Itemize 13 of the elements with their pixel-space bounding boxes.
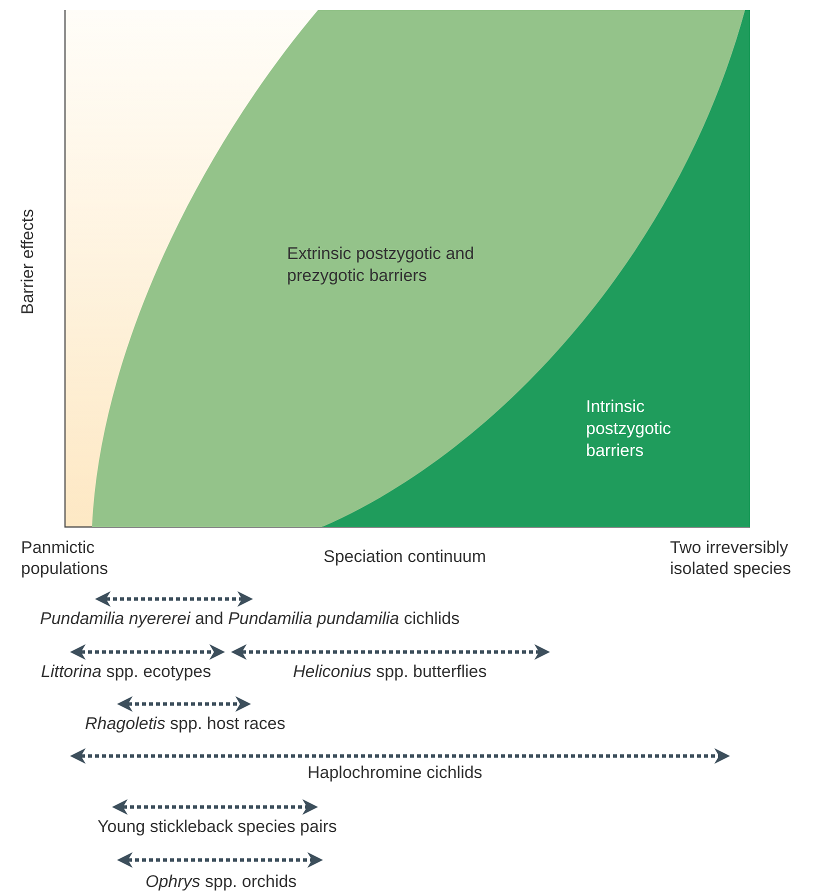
- axis-end-label: Panmictic populations: [21, 537, 109, 579]
- range-label: Pundamilia nyererei and Pundamilia pundamilia cichlids: [40, 608, 460, 629]
- region-label: Intrinsic postzygotic barriers: [586, 396, 672, 462]
- range-label: Heliconius spp. butterflies: [293, 661, 487, 682]
- range-label: Haplochromine cichlids: [308, 762, 482, 783]
- range-label: Young stickleback species pairs: [98, 816, 337, 837]
- axis-title: Barrier effects: [17, 209, 38, 315]
- axis-end-label: Two irreversibly isolated species: [670, 537, 792, 579]
- range-label: Rhagoletis spp. host races: [85, 713, 286, 734]
- region-label: Extrinsic postzygotic and prezygotic barriers: [287, 243, 476, 287]
- range-label: Littorina spp. ecotypes: [41, 661, 212, 682]
- axis-title: Speciation continuum: [324, 546, 486, 567]
- range-label: Ophrys spp. orchids: [146, 871, 297, 892]
